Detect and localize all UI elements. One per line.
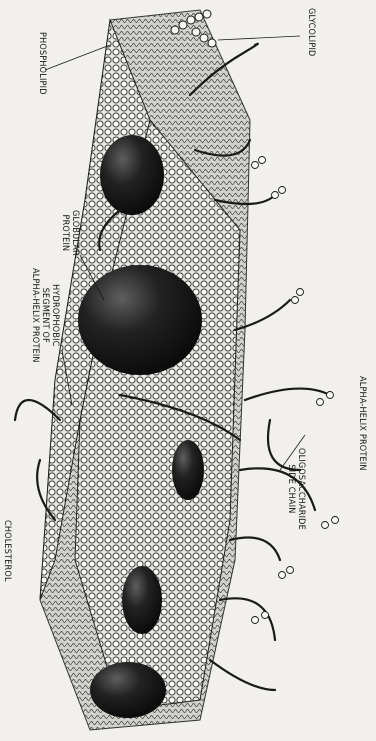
globular-protein-label: GLOBULAR PROTEIN xyxy=(60,210,80,256)
alpha-helix-protein-label: ALPHA-HELIX PROTEIN xyxy=(357,376,367,471)
protein-upper xyxy=(100,135,164,215)
cholesterol-label: CHOLESTEROL xyxy=(2,520,12,582)
protein-middle xyxy=(172,440,204,500)
phospholipid-label: PHOSPHOLIPID xyxy=(37,32,47,95)
protein-lower xyxy=(122,566,162,634)
protein-bottom xyxy=(90,662,166,718)
hydrophobic-segment-label: HYDROPHOBIC SEGMENT OF ALPHA-HELIX PROTE… xyxy=(30,268,60,363)
sugar-residues xyxy=(252,157,339,624)
glycolipid-label: GLYCOLIPID xyxy=(306,8,316,56)
globular-protein xyxy=(78,265,202,375)
oligosaccharide-side-chain-label: OLIGOSACCHARIDE SIDE CHAIN xyxy=(286,448,306,530)
